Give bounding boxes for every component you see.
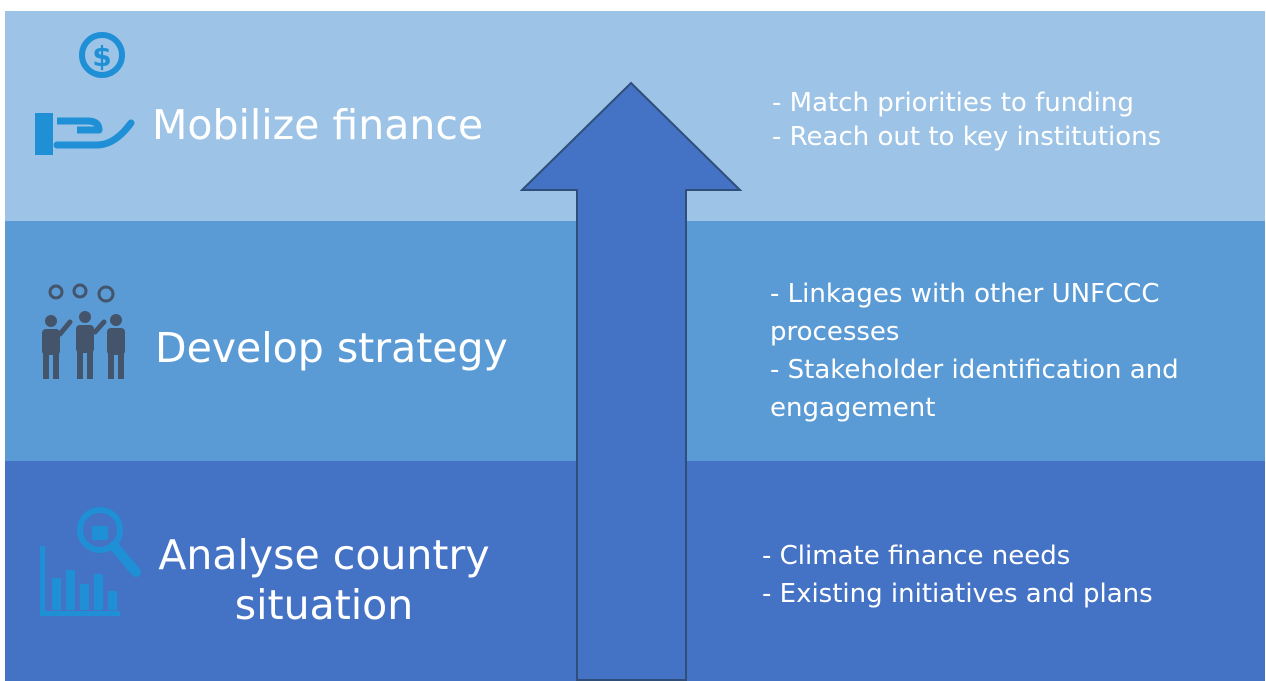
stage-title-strategy: Develop strategy xyxy=(155,324,508,372)
up-arrow-shape xyxy=(519,81,743,681)
hand-dollar-icon: $ xyxy=(35,32,135,155)
bullet-list-analyse: - Climate finance needs - Existing initi… xyxy=(762,537,1153,613)
bullet-item: - Match priorities to funding xyxy=(772,88,1134,118)
bullet-item: - Stakeholder identification and engagem… xyxy=(770,355,1179,423)
bullet-item: - Linkages with other UNFCCC processes xyxy=(770,279,1160,347)
stage-title-mobilize: Mobilize finance xyxy=(152,101,484,149)
bullet-item: - Existing initiatives and plans xyxy=(762,579,1153,609)
bullet-item: - Reach out to key institutions xyxy=(772,122,1162,152)
analysis-chart-icon xyxy=(40,507,141,616)
bullet-item: - Climate finance needs xyxy=(762,541,1071,571)
team-gears-icon xyxy=(42,283,125,379)
stage-title-analyse: Analyse country situation xyxy=(158,531,490,629)
bullet-list-mobilize: - Match priorities to funding - Reach ou… xyxy=(772,86,1161,154)
svg-text:$: $ xyxy=(92,40,111,73)
bullet-list-strategy: - Linkages with other UNFCCC processes -… xyxy=(770,275,1250,427)
